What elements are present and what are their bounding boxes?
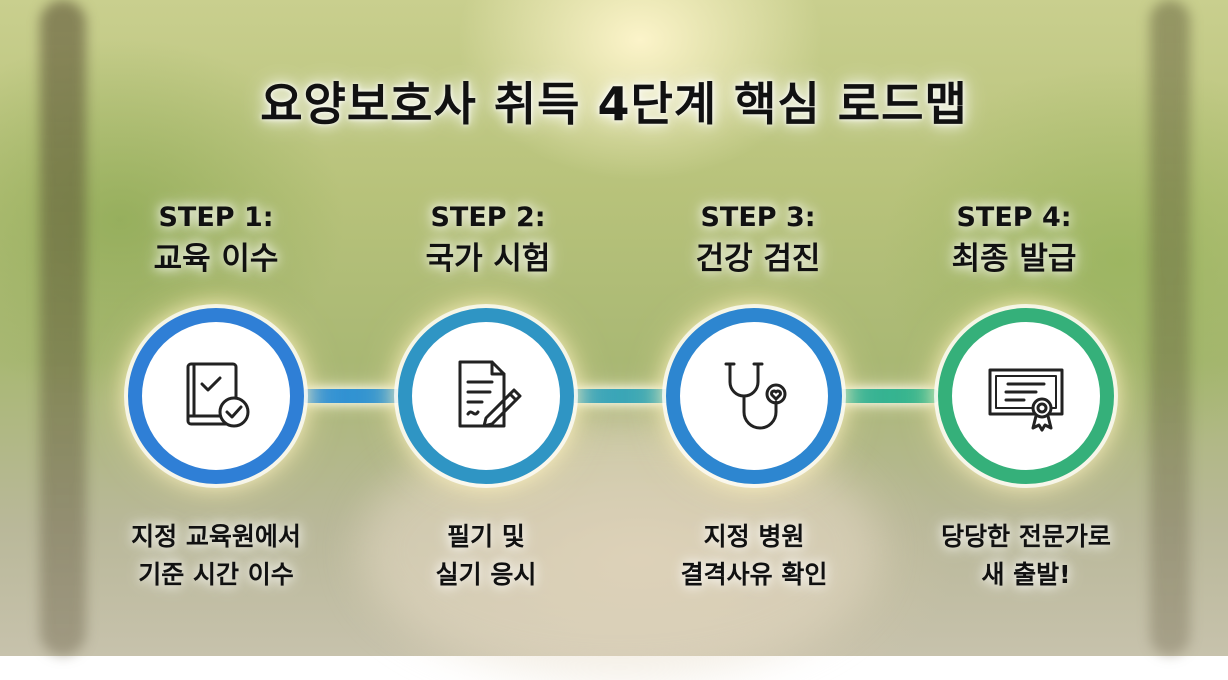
step-4-description: 당당한 전문가로 새 출발! bbox=[896, 518, 1156, 594]
document-pen-icon bbox=[458, 360, 522, 428]
step-4-name: 최종 발급 bbox=[951, 241, 1077, 277]
step-3-label: STEP 3: bbox=[700, 202, 816, 233]
step-3-header: STEP 3: 건강 검진 bbox=[638, 200, 878, 282]
step-4-circle bbox=[938, 308, 1114, 484]
step-1-description: 지정 교육원에서 기준 시간 이수 bbox=[86, 518, 346, 594]
tree-trunk-right bbox=[1150, 0, 1190, 656]
step-4-desc-line-2: 새 출발! bbox=[981, 560, 1071, 589]
step-1-desc-line-2: 기준 시간 이수 bbox=[138, 560, 294, 589]
step-2-header: STEP 2: 국가 시험 bbox=[368, 200, 608, 282]
certificate-icon bbox=[988, 368, 1064, 432]
step-2-desc-line-1: 필기 및 bbox=[447, 522, 525, 551]
step-1-header: STEP 1: 교육 이수 bbox=[96, 200, 336, 282]
step-4-label: STEP 4: bbox=[956, 202, 1072, 233]
step-2-label: STEP 2: bbox=[430, 202, 546, 233]
step-3-name: 건강 검진 bbox=[695, 241, 821, 277]
step-2-name: 국가 시험 bbox=[425, 241, 551, 277]
step-1-name: 교육 이수 bbox=[153, 241, 279, 277]
book-check-icon bbox=[186, 362, 250, 428]
step-3-desc-line-2: 결격사유 확인 bbox=[680, 560, 828, 589]
step-4-header: STEP 4: 최종 발급 bbox=[894, 200, 1134, 282]
step-2-description: 필기 및 실기 응시 bbox=[356, 518, 616, 594]
step-1-label: STEP 1: bbox=[158, 202, 274, 233]
tree-trunk-left bbox=[40, 0, 86, 656]
step-3-desc-line-1: 지정 병원 bbox=[703, 522, 805, 551]
step-4-desc-line-1: 당당한 전문가로 bbox=[941, 522, 1111, 551]
page-title: 요양보호사 취득 4단계 핵심 로드맵 bbox=[260, 77, 968, 131]
step-1-desc-line-1: 지정 교육원에서 bbox=[131, 522, 301, 551]
stethoscope-icon bbox=[724, 362, 787, 430]
step-1-circle bbox=[128, 308, 304, 484]
step-2-desc-line-2: 실기 응시 bbox=[435, 560, 537, 589]
step-3-description: 지정 병원 결격사유 확인 bbox=[624, 518, 884, 594]
step-3-circle bbox=[666, 308, 842, 484]
roadmap-connector-line bbox=[300, 389, 940, 403]
step-2-circle bbox=[398, 308, 574, 484]
